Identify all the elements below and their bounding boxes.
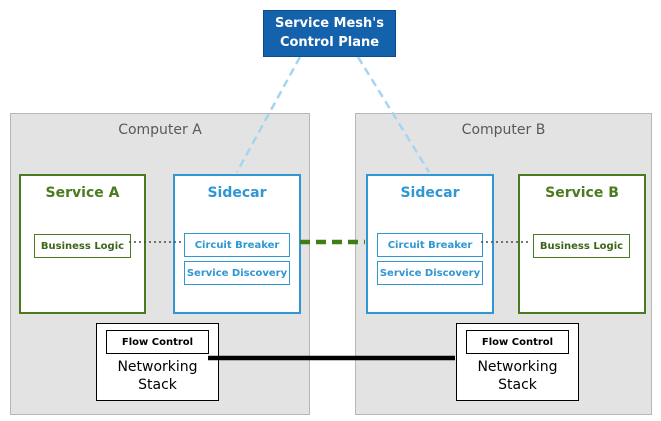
networking-stack-b-box: Flow Control Networking Stack xyxy=(456,323,579,401)
computer-a-title: Computer A xyxy=(118,122,202,138)
control-plane-label-line1: Service Mesh's xyxy=(274,16,385,32)
sidecar-b-box: Sidecar Circuit Breaker Service Discover… xyxy=(366,174,494,314)
control-plane-box: Service Mesh's Control Plane xyxy=(263,10,396,57)
service-discovery-b-box: Service Discovery xyxy=(377,261,483,285)
computer-b-box: Computer B Sidecar Circuit Breaker Servi… xyxy=(355,113,652,415)
flow-control-a-box: Flow Control xyxy=(106,330,209,354)
flow-control-b-box: Flow Control xyxy=(466,330,569,354)
sidecar-b-title: Sidecar xyxy=(400,185,460,201)
sidecar-a-box: Sidecar Circuit Breaker Service Discover… xyxy=(173,174,301,314)
circuit-breaker-a-box: Circuit Breaker xyxy=(184,233,290,257)
networking-stack-a-title: Networking Stack xyxy=(117,359,198,394)
service-a-box: Service A Business Logic xyxy=(19,174,146,314)
control-plane-label-line2: Control Plane xyxy=(279,34,380,50)
service-b-title: Service B xyxy=(545,185,619,201)
networking-stack-b-title: Networking Stack xyxy=(477,359,558,394)
computer-a-box: Computer A Service A Business Logic Side… xyxy=(10,113,310,415)
sidecar-a-title: Sidecar xyxy=(207,185,267,201)
service-a-title: Service A xyxy=(45,185,120,201)
service-b-box: Service B Business Logic xyxy=(518,174,646,314)
networking-stack-a-box: Flow Control Networking Stack xyxy=(96,323,219,401)
computer-b-title: Computer B xyxy=(461,122,546,138)
service-discovery-a-box: Service Discovery xyxy=(184,261,290,285)
business-logic-b-box: Business Logic xyxy=(533,234,630,258)
circuit-breaker-b-box: Circuit Breaker xyxy=(377,233,483,257)
business-logic-a-box: Business Logic xyxy=(34,234,131,258)
